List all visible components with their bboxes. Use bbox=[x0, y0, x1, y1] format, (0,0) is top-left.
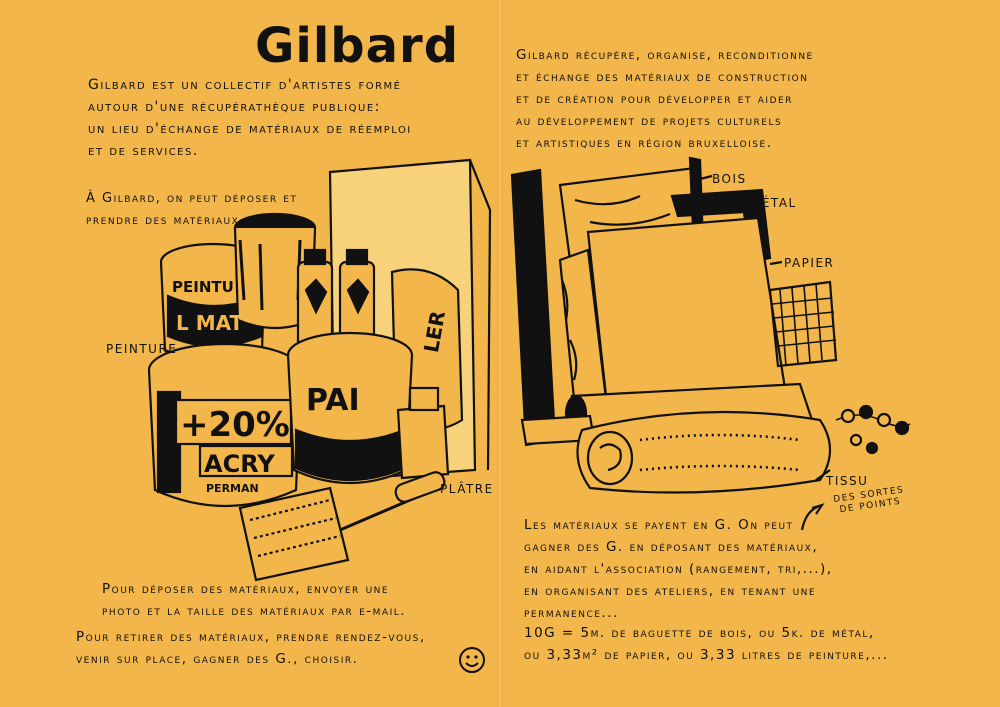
deposit-intro-text: À Gilbard, on peut déposer et prendre de… bbox=[86, 191, 298, 228]
can-label-2: +20% bbox=[180, 405, 290, 445]
right-page: Gilbard récupère, organise, reconditionn… bbox=[500, 0, 1000, 707]
page-title: Gilbard bbox=[255, 18, 460, 74]
payment-text: Les matériaux se payent en G. On peut ga… bbox=[524, 517, 833, 621]
label-metal: Métal bbox=[750, 196, 797, 210]
left-page: Gilbard Gilbard est un collectif d'artis… bbox=[76, 18, 494, 673]
intro-text: Gilbard est un collectif d'artistes form… bbox=[88, 77, 412, 159]
label-fabric: Tissu bbox=[826, 474, 869, 488]
can-label-3: PAI bbox=[306, 383, 360, 418]
label-paint: Peinture bbox=[106, 342, 178, 356]
smiley-icon bbox=[459, 647, 485, 673]
can-label-1: PEINTU bbox=[172, 278, 234, 296]
materials-illustration bbox=[510, 156, 911, 531]
paint-supplies-illustration: PEINTU L MAT +20% ACRY PERMAN PAI LER bbox=[147, 158, 492, 582]
center-fold bbox=[497, 0, 503, 707]
can-label-2c: PERMAN bbox=[206, 482, 259, 495]
label-wood: Bois bbox=[712, 172, 747, 186]
take-instructions: Pour retirer des matériaux, prendre rend… bbox=[76, 629, 426, 667]
deposit-instructions: Pour déposer des matériaux, envoyer une … bbox=[102, 581, 407, 619]
label-plaster: Plâtre bbox=[440, 482, 494, 496]
can-label-1b: L MAT bbox=[176, 311, 244, 335]
label-paper: Papier bbox=[784, 256, 835, 270]
right-intro-text: Gilbard récupère, organise, reconditionn… bbox=[516, 47, 814, 151]
can-label-2b: ACRY bbox=[204, 450, 275, 478]
rates-text: 10G = 5m. de baguette de bois, ou 5k. de… bbox=[524, 625, 889, 663]
